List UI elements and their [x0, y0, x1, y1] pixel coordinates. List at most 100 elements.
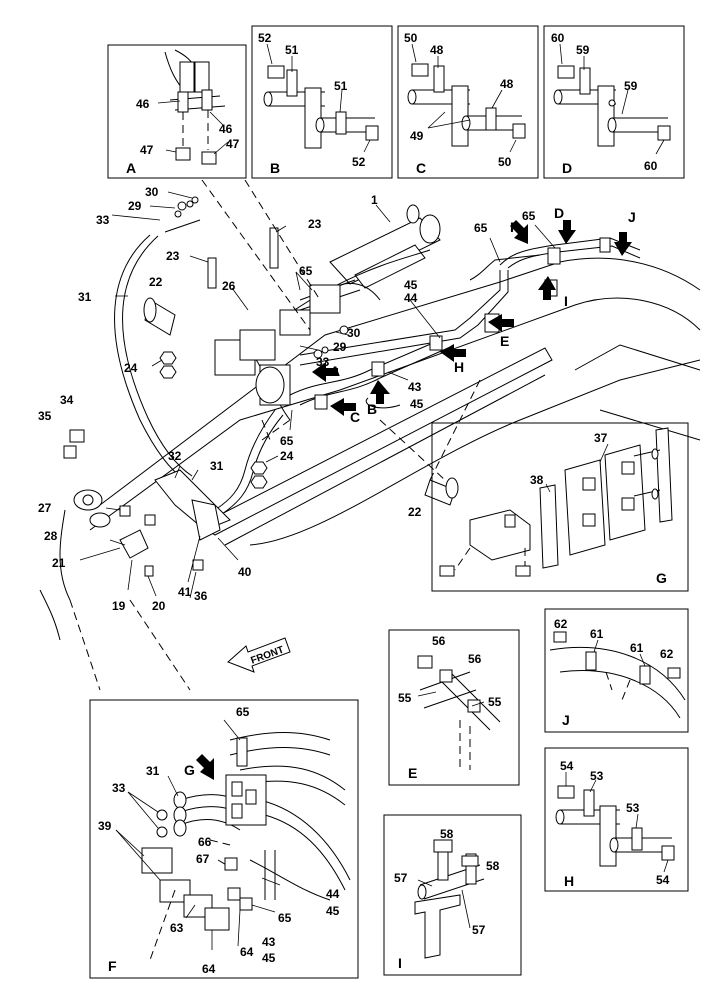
- callout-59: 59: [576, 43, 590, 57]
- callout-56: 56: [432, 634, 446, 648]
- callout-63: 63: [170, 921, 184, 935]
- callout-29: 29: [333, 340, 347, 354]
- view-label-e: E: [408, 765, 417, 781]
- svg-text:H: H: [454, 359, 464, 375]
- detail-f: 65 31 33 39 66 67 44 45 63 65 43 45 64 6…: [89, 699, 359, 979]
- arrow-f: F: [510, 219, 528, 244]
- callout-22: 22: [408, 505, 422, 519]
- callout-19: 19: [112, 599, 126, 613]
- callout-48: 48: [500, 77, 514, 91]
- view-label-d: D: [562, 160, 572, 176]
- detail-h-frame: [544, 747, 689, 892]
- svg-text:I: I: [564, 293, 568, 309]
- callout-67: 67: [196, 852, 210, 866]
- callout-20: 20: [152, 599, 166, 613]
- callout-58: 58: [440, 827, 454, 841]
- callout-55: 55: [488, 695, 502, 709]
- callout-52: 52: [352, 155, 366, 169]
- callout-52: 52: [258, 31, 272, 45]
- callout-62: 62: [660, 647, 674, 661]
- callout-65: 65: [299, 264, 313, 278]
- svg-text:F: F: [510, 219, 519, 235]
- detail-e-frame: [388, 629, 520, 786]
- svg-text:G: G: [184, 762, 195, 778]
- callout-24: 24: [124, 361, 138, 375]
- arrow-c: C: [330, 398, 360, 425]
- callout-45: 45: [262, 951, 276, 965]
- callout-41: 41: [178, 585, 192, 599]
- detail-h: 54 53 53 54 H: [544, 747, 689, 892]
- callout-39: 39: [98, 819, 112, 833]
- callout-33: 33: [96, 213, 110, 227]
- callout-45: 45: [410, 397, 424, 411]
- svg-text:A: A: [330, 363, 340, 379]
- detail-g-frame: [431, 422, 689, 592]
- callout-54: 54: [656, 873, 670, 887]
- view-label-a: A: [126, 160, 136, 176]
- callout-64: 64: [202, 962, 216, 976]
- detail-f-frame: [89, 699, 359, 979]
- callout-33: 33: [112, 781, 126, 795]
- callout-37: 37: [594, 431, 608, 445]
- detail-j-frame: [544, 608, 689, 733]
- callout-31: 31: [78, 290, 92, 304]
- callout-64: 64: [240, 945, 254, 959]
- callout-30: 30: [347, 326, 361, 340]
- callout-60: 60: [644, 159, 658, 173]
- detail-b: 52 51 51 52 B: [251, 25, 393, 179]
- main-assembly: 1 19 20 21 22 22 23 23 24 24 26 27 28 29…: [38, 179, 701, 691]
- svg-text:J: J: [628, 209, 636, 225]
- svg-text:E: E: [500, 333, 509, 349]
- view-label-j: J: [562, 712, 570, 728]
- callout-50: 50: [498, 155, 512, 169]
- detail-g: 38 37 G: [431, 422, 689, 592]
- callout-40: 40: [238, 565, 252, 579]
- view-label-f: F: [108, 958, 117, 974]
- callout-48: 48: [430, 43, 444, 57]
- front-arrow: FRONT: [227, 637, 291, 673]
- callout-44: 44: [404, 291, 418, 305]
- view-label-h: H: [564, 873, 574, 889]
- callout-53: 53: [626, 801, 640, 815]
- callout-45: 45: [404, 278, 418, 292]
- callout-31: 31: [210, 459, 224, 473]
- detail-a-frame: [107, 44, 247, 179]
- callout-43: 43: [262, 935, 276, 949]
- callout-31: 31: [146, 764, 160, 778]
- detail-a: 46 46 47 47 A: [107, 44, 247, 179]
- callout-26: 26: [222, 279, 236, 293]
- callout-53: 53: [590, 769, 604, 783]
- callout-57: 57: [394, 871, 408, 885]
- callout-32: 32: [168, 449, 182, 463]
- detail-c-frame: [397, 25, 539, 179]
- callout-58: 58: [486, 859, 500, 873]
- callout-55: 55: [398, 691, 412, 705]
- svg-text:B: B: [367, 401, 377, 417]
- svg-text:C: C: [350, 409, 360, 425]
- callout-28: 28: [44, 529, 58, 543]
- callout-24: 24: [280, 449, 294, 463]
- callout-23: 23: [308, 217, 322, 231]
- view-label-b: B: [270, 160, 280, 176]
- callout-65: 65: [278, 911, 292, 925]
- detail-i-frame: [383, 814, 522, 976]
- callout-36: 36: [194, 589, 208, 603]
- callout-30: 30: [145, 185, 159, 199]
- callout-29: 29: [128, 199, 142, 213]
- callout-65: 65: [280, 434, 294, 448]
- callout-34: 34: [60, 393, 74, 407]
- callout-43: 43: [408, 380, 422, 394]
- svg-text:D: D: [554, 205, 564, 221]
- detail-i: 58 58 57 57 I: [383, 814, 522, 976]
- detail-e: 56 56 55 55 E: [388, 629, 520, 786]
- callout-38: 38: [530, 473, 544, 487]
- callout-65: 65: [474, 221, 488, 235]
- callout-61: 61: [590, 627, 604, 641]
- callout-47: 47: [140, 143, 154, 157]
- callout-56: 56: [468, 652, 482, 666]
- callout-49: 49: [410, 129, 424, 143]
- callout-44: 44: [326, 887, 340, 901]
- detail-d-frame: [543, 25, 685, 179]
- arrow-b: B: [365, 380, 401, 417]
